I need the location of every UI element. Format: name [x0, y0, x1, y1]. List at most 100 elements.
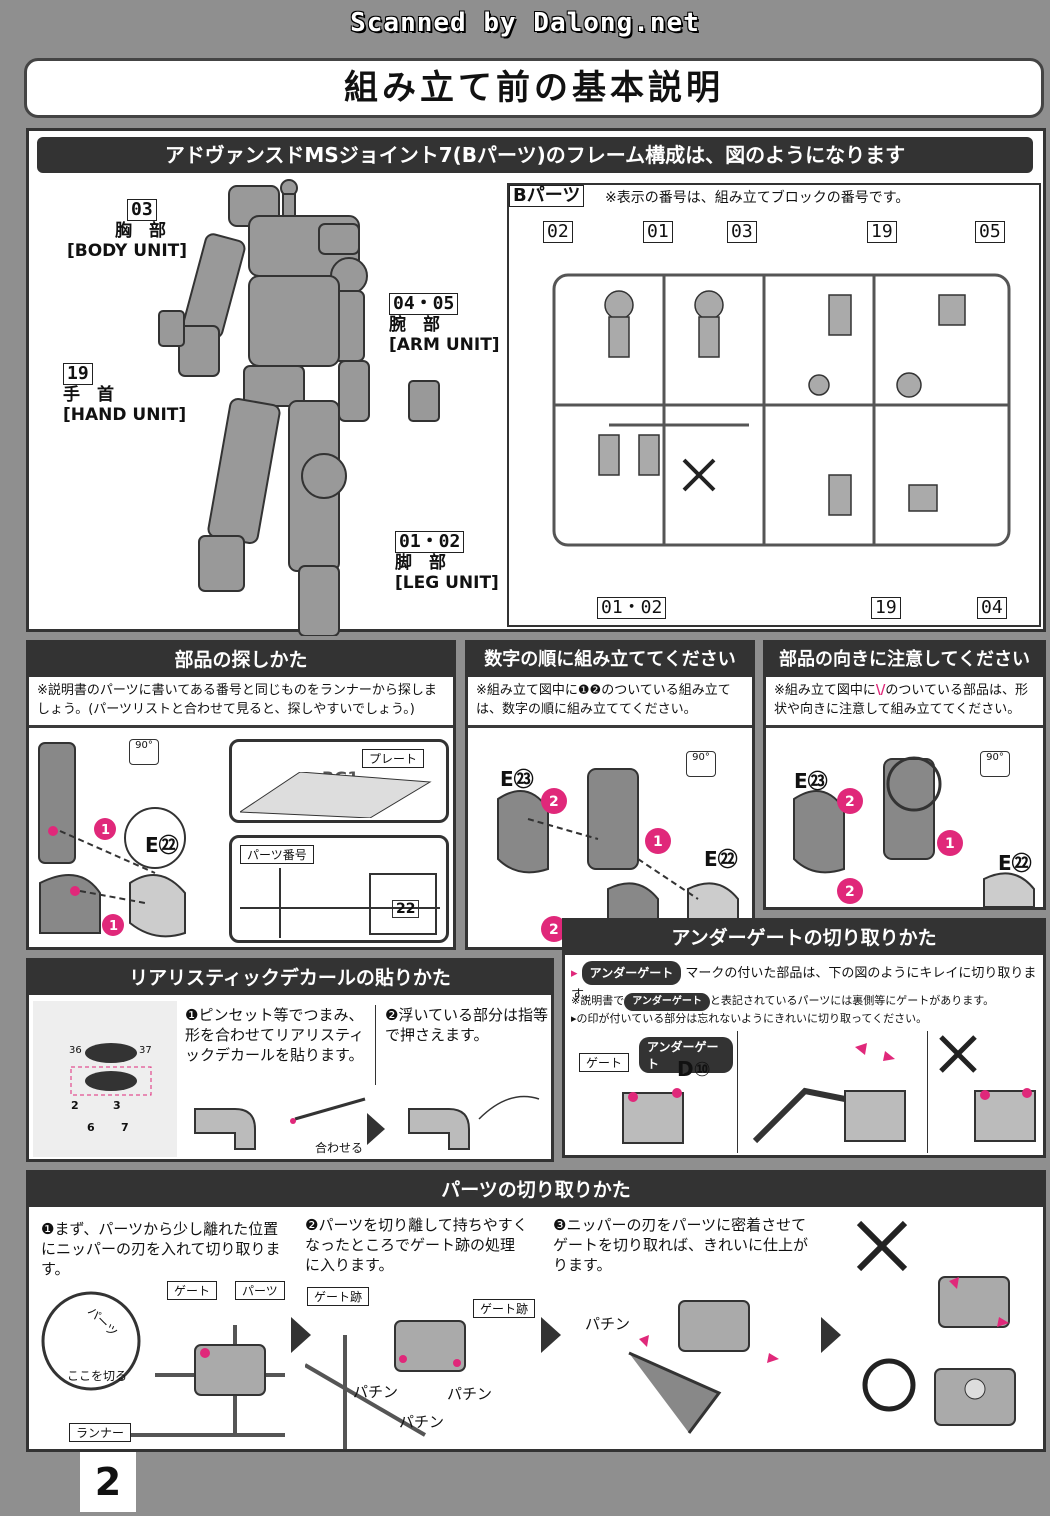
cutting-snap-4: パチン [585, 1315, 631, 1333]
cutting-label-cut-here: ここを切る [67, 1369, 128, 1383]
direction-separator [766, 725, 1043, 728]
page-number: 2 [80, 1452, 136, 1512]
direction-code-e23: E㉓ [794, 769, 828, 793]
undergate-nipper-illustration [752, 1043, 906, 1144]
decal-num-7: 7 [121, 1121, 129, 1134]
decal-step1-illustration [194, 1097, 366, 1150]
direction-header: 部品の向きに注意してください [766, 643, 1043, 677]
order-rotate-icon: 90° [686, 751, 716, 777]
undergate-note1b: と表記されているパーツには裏側等にゲートがあります。 [709, 994, 995, 1007]
undergate-intro-text: マークの付いた部品は、下の図のようにキレイに切り取ります。 [571, 966, 1037, 1003]
find-parts-note: ※説明書のパーツに書いてある番号と同じものをランナーから探しましょう。(パーツリ… [37, 683, 437, 717]
decal-step2-illustration [408, 1095, 540, 1150]
cutting-panel: パーツの切り取りかた ❶まず、パーツから少し離れた位置にニッパーの刃を入れて切り… [26, 1170, 1046, 1452]
runner-frame-illustration [552, 273, 1011, 547]
cutting-wrong-illustration [938, 1276, 1010, 1328]
svg-text:2: 2 [845, 794, 855, 810]
cutting-snap-3: パチン [399, 1413, 445, 1431]
part-number-detail-box: パーツ番号 22 [229, 835, 449, 943]
decal-header: リアリスティックデカールの貼りかた [29, 961, 551, 995]
unit-hand-ja: 手 首 [63, 385, 114, 405]
svg-text:1: 1 [945, 836, 955, 852]
cutting-wrong-icon [856, 1220, 908, 1272]
find-parts-header: 部品の探しかた [29, 643, 453, 677]
undergate-intro: ▸ アンダーゲート マークの付いた部品は、下の図のようにキレイに切り取ります。 [571, 961, 1041, 1007]
cutting-arrow-2 [541, 1317, 561, 1353]
cutting-step-3: ❸ニッパーの刃をパーツに密着させてゲートを切り取れば、きれいに仕上がります。 [553, 1216, 809, 1274]
order-header: 数字の順に組み立ててください [468, 643, 752, 677]
scanner-credit: Scanned by Dalong.net [350, 8, 700, 38]
unit-body: 03 胸 部 [BODY UNIT] [67, 199, 207, 261]
undergate-header: アンダーゲートの切り取りかた [565, 921, 1043, 955]
unit-body-ja: 胸 部 [115, 221, 166, 241]
unit-leg-ja: 脚 部 [395, 553, 446, 573]
callout-01: 01 [643, 221, 673, 243]
decal-num-36: 36 [69, 1045, 82, 1056]
plate-detail-box: プレート RG1 [229, 739, 449, 823]
undergate-note-tag: アンダーゲート [624, 993, 710, 1011]
cutting-step2-illustration [305, 1320, 466, 1449]
decal-num-2: 2 [71, 1099, 79, 1112]
direction-rotate-label: 90° [986, 752, 1004, 763]
callout-03: 03 [727, 221, 757, 243]
cutting-step-1: ❶まず、パーツから少し離れた位置にニッパーの刃を入れて切り取ります。 [41, 1220, 281, 1278]
svg-text:2: 2 [549, 922, 559, 938]
cutting-label-parts: パーツ [235, 1281, 285, 1300]
callout-02: 02 [543, 221, 573, 243]
order-illustration: 2 2 1 [497, 768, 739, 942]
undergate-marker-icon: ▸ [571, 966, 578, 981]
cutting-label-gate: ゲート [167, 1281, 218, 1300]
unit-arm-en: [ARM UNIT] [389, 335, 500, 355]
unit-body-en: [BODY UNIT] [67, 241, 188, 261]
undergate-code: D⑩ [677, 1057, 711, 1081]
runner-label: Bパーツ [509, 185, 585, 207]
direction-note: ※組み立て図中に\/のついている部品は、形状や向きに注意して組み立ててください。 [774, 681, 1038, 719]
order-note: ※組み立て図中に❶❷のついている組み立ては、数字の順に組み立ててください。 [476, 683, 731, 717]
undergate-part-illustration [622, 1088, 684, 1144]
direction-code-e22: E㉒ [998, 851, 1032, 875]
cutting-label-gate-mark-2: ゲート跡 [473, 1299, 536, 1318]
unit-leg-en: [LEG UNIT] [395, 573, 499, 593]
part-code-callout: E㉒ [145, 833, 179, 857]
undergate-example-tag: アンダーゲート [639, 1037, 733, 1073]
cutting-correct-icon [862, 1358, 916, 1412]
decal-align-label: 合わせる [315, 1141, 364, 1155]
find-parts-panel: 部品の探しかた ※説明書のパーツに書いてある番号と同じものをランナーから探しまし… [26, 640, 456, 950]
direction-note-prefix: ※組み立て図中に [774, 683, 876, 698]
decal-num-6: 6 [87, 1121, 95, 1134]
decal-sheet: 36 37 2 3 6 7 [33, 1001, 177, 1157]
undergate-note: ※説明書でアンダーゲートと表記されているパーツには裏側等にゲートがあります。 ▸… [571, 993, 1041, 1027]
part-number-label: パーツ番号 [240, 845, 314, 864]
rotate-label: 90° [135, 740, 153, 751]
undergate-tag: アンダーゲート [581, 961, 682, 985]
unit-hand: 19 手 首 [HAND UNIT] [63, 363, 203, 425]
direction-rotate-icon: 90° [980, 751, 1010, 777]
part-assembly-illustration: 1 1 [38, 742, 186, 938]
cutting-snap-2: パチン [447, 1385, 493, 1403]
svg-text:1: 1 [653, 834, 663, 850]
cutting-label-runner: ランナー [69, 1423, 132, 1442]
unit-arm: 04・05 腕 部 [ARM UNIT] [389, 293, 519, 355]
frame-header: アドヴァンスドMSジョイント7(Bパーツ)のフレーム構成は、図のようになります [37, 137, 1033, 173]
unit-body-number: 03 [127, 199, 157, 221]
undergate-panel: アンダーゲートの切り取りかた ▸ アンダーゲート マークの付いた部品は、下の図の… [562, 918, 1046, 1158]
decal-step-1: ❶ピンセット等でつまみ、形を合わせてリアリスティックデカールを貼ります。 [185, 1006, 365, 1064]
part-number-value: 22 [392, 900, 420, 918]
order-code-e22: E㉒ [704, 847, 738, 871]
svg-text:1: 1 [109, 919, 118, 934]
cutting-snap-1: パチン [353, 1383, 399, 1401]
order-rotate-label: 90° [692, 752, 710, 763]
direction-illustration: 2 2 1 [793, 756, 1035, 907]
rotate-icon: 90° [129, 739, 159, 765]
unit-arm-number: 04・05 [389, 293, 459, 315]
unit-hand-number: 19 [63, 363, 93, 385]
page-title: 組み立て前の基本説明 [24, 58, 1044, 118]
decal-sheet-illustration [70, 1043, 152, 1096]
part-number-illustration [240, 868, 440, 938]
unit-arm-ja: 腕 部 [389, 315, 440, 335]
unit-leg: 01・02 脚 部 [LEG UNIT] [395, 531, 525, 593]
undergate-wrong-illustration [939, 1035, 1036, 1142]
cutting-arrow-3 [821, 1317, 841, 1353]
undergate-note1: ※説明書で [571, 994, 625, 1007]
undergate-example-1: アンダーゲート ゲート D⑩ [573, 1031, 733, 1153]
